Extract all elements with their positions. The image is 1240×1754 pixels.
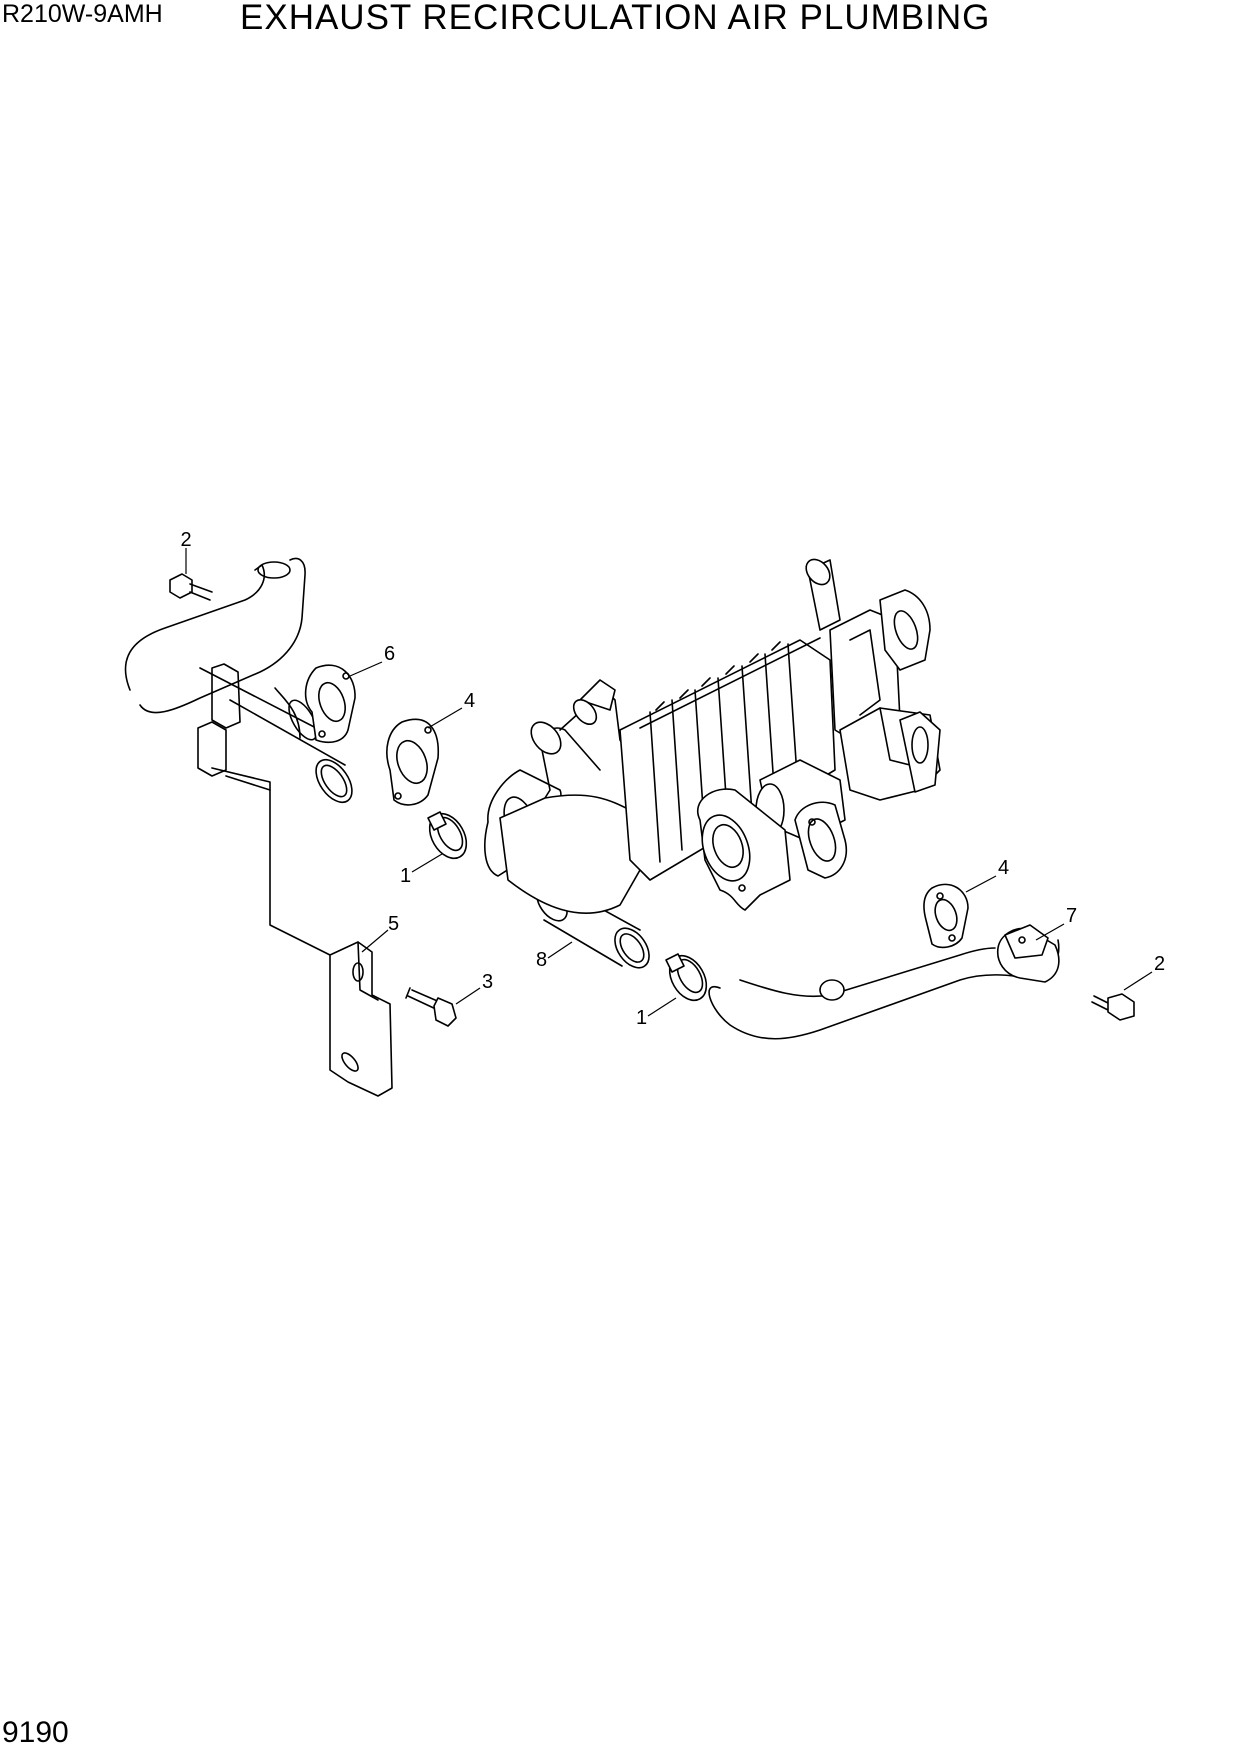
callout-4-left: 4 bbox=[464, 690, 475, 712]
page-number: 9190 bbox=[2, 1716, 69, 1749]
gasket-6 bbox=[304, 664, 356, 744]
callout-1-upper: 1 bbox=[400, 865, 411, 887]
egr-cooler bbox=[484, 558, 941, 914]
callout-5: 5 bbox=[388, 913, 399, 935]
bolt-3 bbox=[405, 987, 457, 1027]
callout-1-lower: 1 bbox=[636, 1007, 647, 1029]
callout-7: 7 bbox=[1066, 905, 1077, 927]
left-bent-pipe bbox=[124, 557, 353, 804]
pipe-support-bracket bbox=[197, 663, 331, 956]
callout-6: 6 bbox=[384, 643, 395, 665]
callout-8: 8 bbox=[536, 949, 547, 971]
mounting-bracket-5 bbox=[329, 941, 393, 1097]
page-title: EXHAUST RECIRCULATION AIR PLUMBING bbox=[240, 0, 991, 37]
hose-clamp-1-upper bbox=[427, 811, 468, 860]
egr-pipe-7 bbox=[708, 924, 1060, 1040]
callout-4-right: 4 bbox=[998, 857, 1009, 879]
bolt-2-top bbox=[169, 573, 213, 601]
callout-2-right: 2 bbox=[1154, 953, 1165, 975]
callout-3: 3 bbox=[482, 971, 493, 993]
bolt-2-right bbox=[1091, 993, 1135, 1021]
gasket-4-right bbox=[923, 883, 969, 949]
callout-2-top: 2 bbox=[180, 529, 191, 551]
gasket-4-left bbox=[386, 718, 440, 806]
hose-clamp-1-lower bbox=[665, 953, 708, 1002]
callout-labels: 2 6 4 1 5 3 8 1 4 7 2 bbox=[180, 529, 1165, 1029]
leader-lines bbox=[185, 548, 1153, 1017]
model-number: R210W-9AMH bbox=[2, 0, 163, 28]
